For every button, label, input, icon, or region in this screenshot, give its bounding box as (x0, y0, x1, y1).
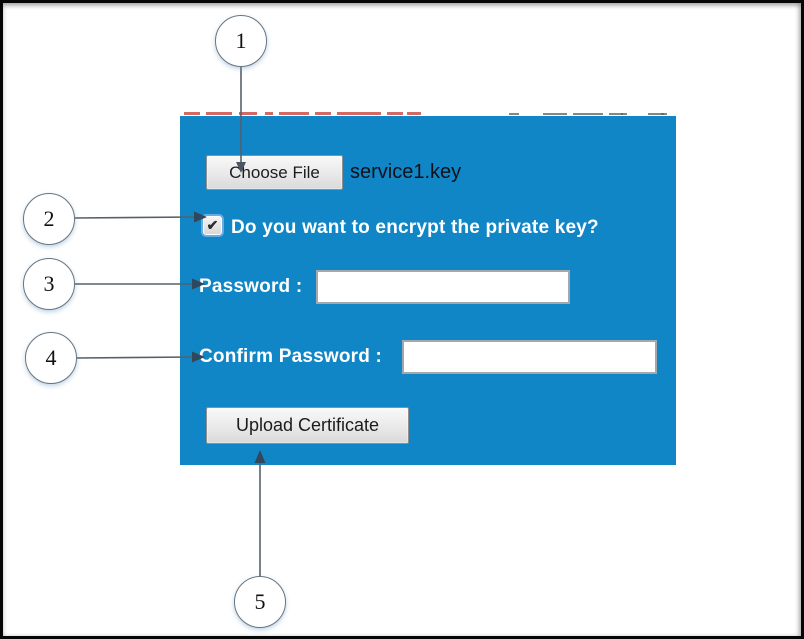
callout-4: 4 (25, 332, 77, 384)
callout-5-number: 5 (254, 589, 266, 614)
callout-5: 5 (234, 576, 286, 628)
callout-1: 1 (215, 15, 267, 67)
choose-file-button[interactable]: Choose File (206, 155, 343, 190)
password-input[interactable] (316, 270, 570, 304)
callout-1-number: 1 (235, 28, 247, 53)
selected-filename: service1.key (350, 161, 462, 183)
certificate-upload-panel: Choose File service1.key ✔ Do you want t… (180, 116, 676, 465)
callout-2-number: 2 (43, 206, 55, 231)
confirm-password-label: Confirm Password : (199, 346, 383, 367)
arrow-to-upload-certificate-button (254, 450, 266, 576)
callout-3: 3 (23, 258, 75, 310)
callout-3-number: 3 (43, 271, 55, 296)
encrypt-private-key-checkbox[interactable]: ✔ (203, 216, 222, 235)
password-label: Password : (199, 276, 303, 297)
encrypt-private-key-label: Do you want to encrypt the private key? (231, 217, 599, 238)
callout-2: 2 (23, 193, 75, 245)
confirm-password-input[interactable] (402, 340, 657, 374)
callout-4-number: 4 (45, 345, 57, 370)
upload-certificate-button[interactable]: Upload Certificate (206, 407, 409, 444)
